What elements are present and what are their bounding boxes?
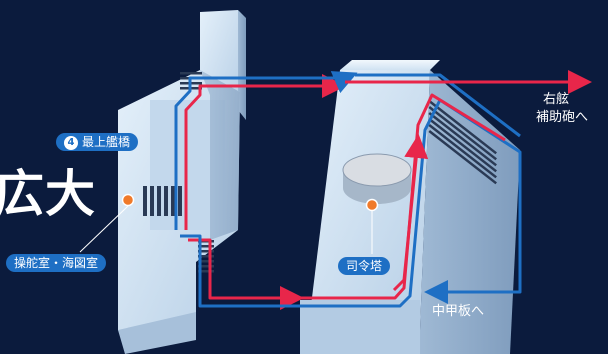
bridge-number-badge: 4 xyxy=(64,136,78,150)
route-blue-top xyxy=(174,71,358,230)
steering-room-label: 操舵室・海図室 xyxy=(6,254,107,272)
bridge-label-text: 最上艦橋 xyxy=(82,135,131,149)
command-tower-marker xyxy=(365,198,379,212)
starboard-label-line2: 補助砲へ xyxy=(536,110,589,125)
starboard-label-line1: 右舷 xyxy=(543,92,570,107)
command-block-windows xyxy=(428,100,497,185)
bridge-label: 4 最上艦橋 xyxy=(56,133,139,151)
partial-title: 広大 xyxy=(0,165,96,223)
route-blue-lower xyxy=(180,98,522,308)
steering-room-leader xyxy=(79,205,129,253)
steering-room-marker xyxy=(121,193,135,207)
mid-deck-label: 中甲板へ xyxy=(432,304,485,319)
bridge-tower xyxy=(118,10,246,354)
command-tower-label: 司令塔 xyxy=(338,257,391,275)
command-tower-cylinder xyxy=(342,153,412,204)
route-blue-to-starboard xyxy=(355,73,521,138)
route-red-top xyxy=(184,74,346,230)
route-red-inner-stub xyxy=(392,134,429,292)
